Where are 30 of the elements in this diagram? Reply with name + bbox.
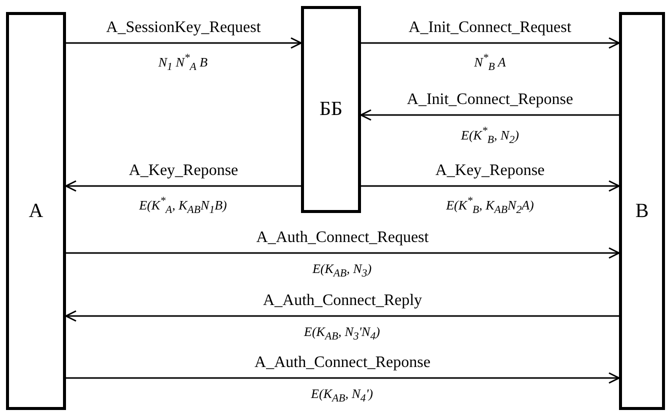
message-formula: E(K$^{*}$$_{A}$, K$_{AB}$N$_{1}$B) <box>139 194 227 218</box>
message-arrow <box>361 37 620 49</box>
message-label: A_Key_Reponse <box>435 162 545 180</box>
message-arrow <box>66 37 302 49</box>
message-label: A_Auth_Connect_Reply <box>262 292 422 310</box>
message-arrow <box>66 247 620 259</box>
message-formula: E(K$^{*}$$_{B}$, N$_{2}$) <box>461 124 519 148</box>
participant-name: ББ <box>320 98 342 121</box>
message-arrow <box>66 372 620 384</box>
message-arrow <box>361 180 620 192</box>
message-formula: E(K$_{AB}$, N$_{4}$') <box>311 386 373 407</box>
message-label: A_Key_Reponse <box>128 162 238 180</box>
participant-box <box>301 6 361 213</box>
participant-name: A <box>28 200 44 222</box>
participant-box <box>6 12 66 410</box>
message-formula: E(K$_{AB}$, N$_{3}$'N$_{4}$) <box>304 324 380 345</box>
message-formula: N$^{*}$$_{B}$ A <box>474 51 506 75</box>
message-arrow <box>65 310 619 322</box>
message-arrow <box>360 109 619 121</box>
message-label: A_Auth_Connect_Reponse <box>254 354 430 372</box>
participant-name: B <box>635 200 649 222</box>
message-formula: N$_{1}$ N$^{*}$$_{A}$ B <box>158 51 208 75</box>
message-label: A_Init_Connect_Request <box>408 19 572 37</box>
message-label: A_Init_Connect_Reponse <box>406 91 574 109</box>
participant-box <box>619 12 665 410</box>
message-label: A_Auth_Connect_Request <box>256 229 429 247</box>
message-label: A_SessionKey_Request <box>106 19 261 37</box>
message-formula: E(K$_{AB}$, N$_{3}$) <box>312 261 372 282</box>
message-arrow <box>65 180 301 192</box>
message-formula: E(K$^{*}$$_{B}$, K$_{AB}$N$_{2}$A) <box>446 194 534 218</box>
